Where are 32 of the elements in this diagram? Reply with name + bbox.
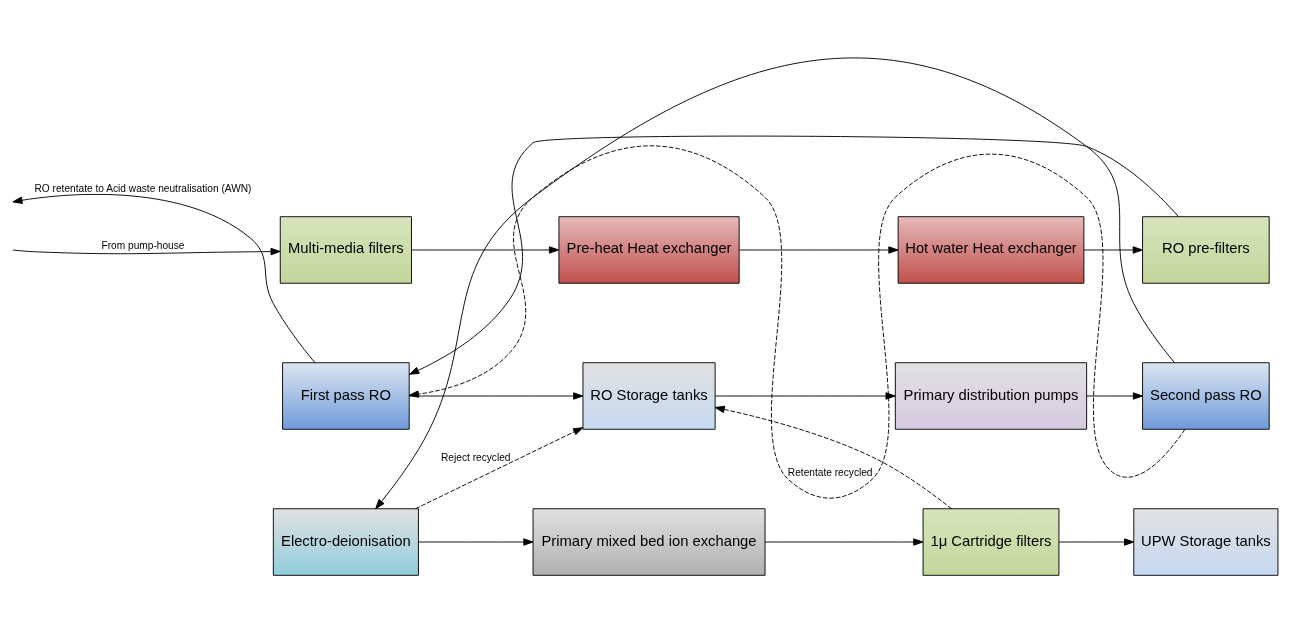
node-box: Primary distribution pumps [894,361,1088,430]
arrow [1086,391,1143,400]
edge-label: From pump-house [101,239,185,251]
node-box: Primary mixed bed ion exchange [532,507,766,576]
arrow [408,391,584,400]
arrow [415,426,584,509]
arrow [1083,245,1143,254]
arrow [738,245,899,254]
arrow [375,56,1175,509]
arrow [764,537,924,546]
arrow [409,135,1180,375]
arrow [12,193,316,363]
arrow [418,537,534,546]
arrow [12,247,281,255]
arrow [714,391,896,400]
arrow [714,405,952,509]
node-box: Electro-deionisation [272,507,419,576]
node-box: Second pass RO [1142,361,1270,430]
edge-label: RO retentate to Acid waste neutralisation (AWN) [34,182,252,194]
node-box: RO Storage tanks [582,361,716,430]
node-box: Pre-heat Heat exchanger [558,215,740,284]
node-box: First pass RO [282,361,410,430]
edge-label: Retentate recycled [787,466,873,478]
arrow [1058,537,1135,546]
edge-label: Reject recycled [441,451,511,463]
arrow [408,144,1186,499]
node-box: Hot water Heat exchanger [897,215,1085,284]
node-box: Multi-media filters [279,215,412,284]
node-box: 1μ Cartridge filters [922,507,1060,576]
arrow [411,245,560,254]
node-box: RO pre-filters [1142,215,1270,284]
node-box: UPW Storage tanks [1133,507,1279,576]
